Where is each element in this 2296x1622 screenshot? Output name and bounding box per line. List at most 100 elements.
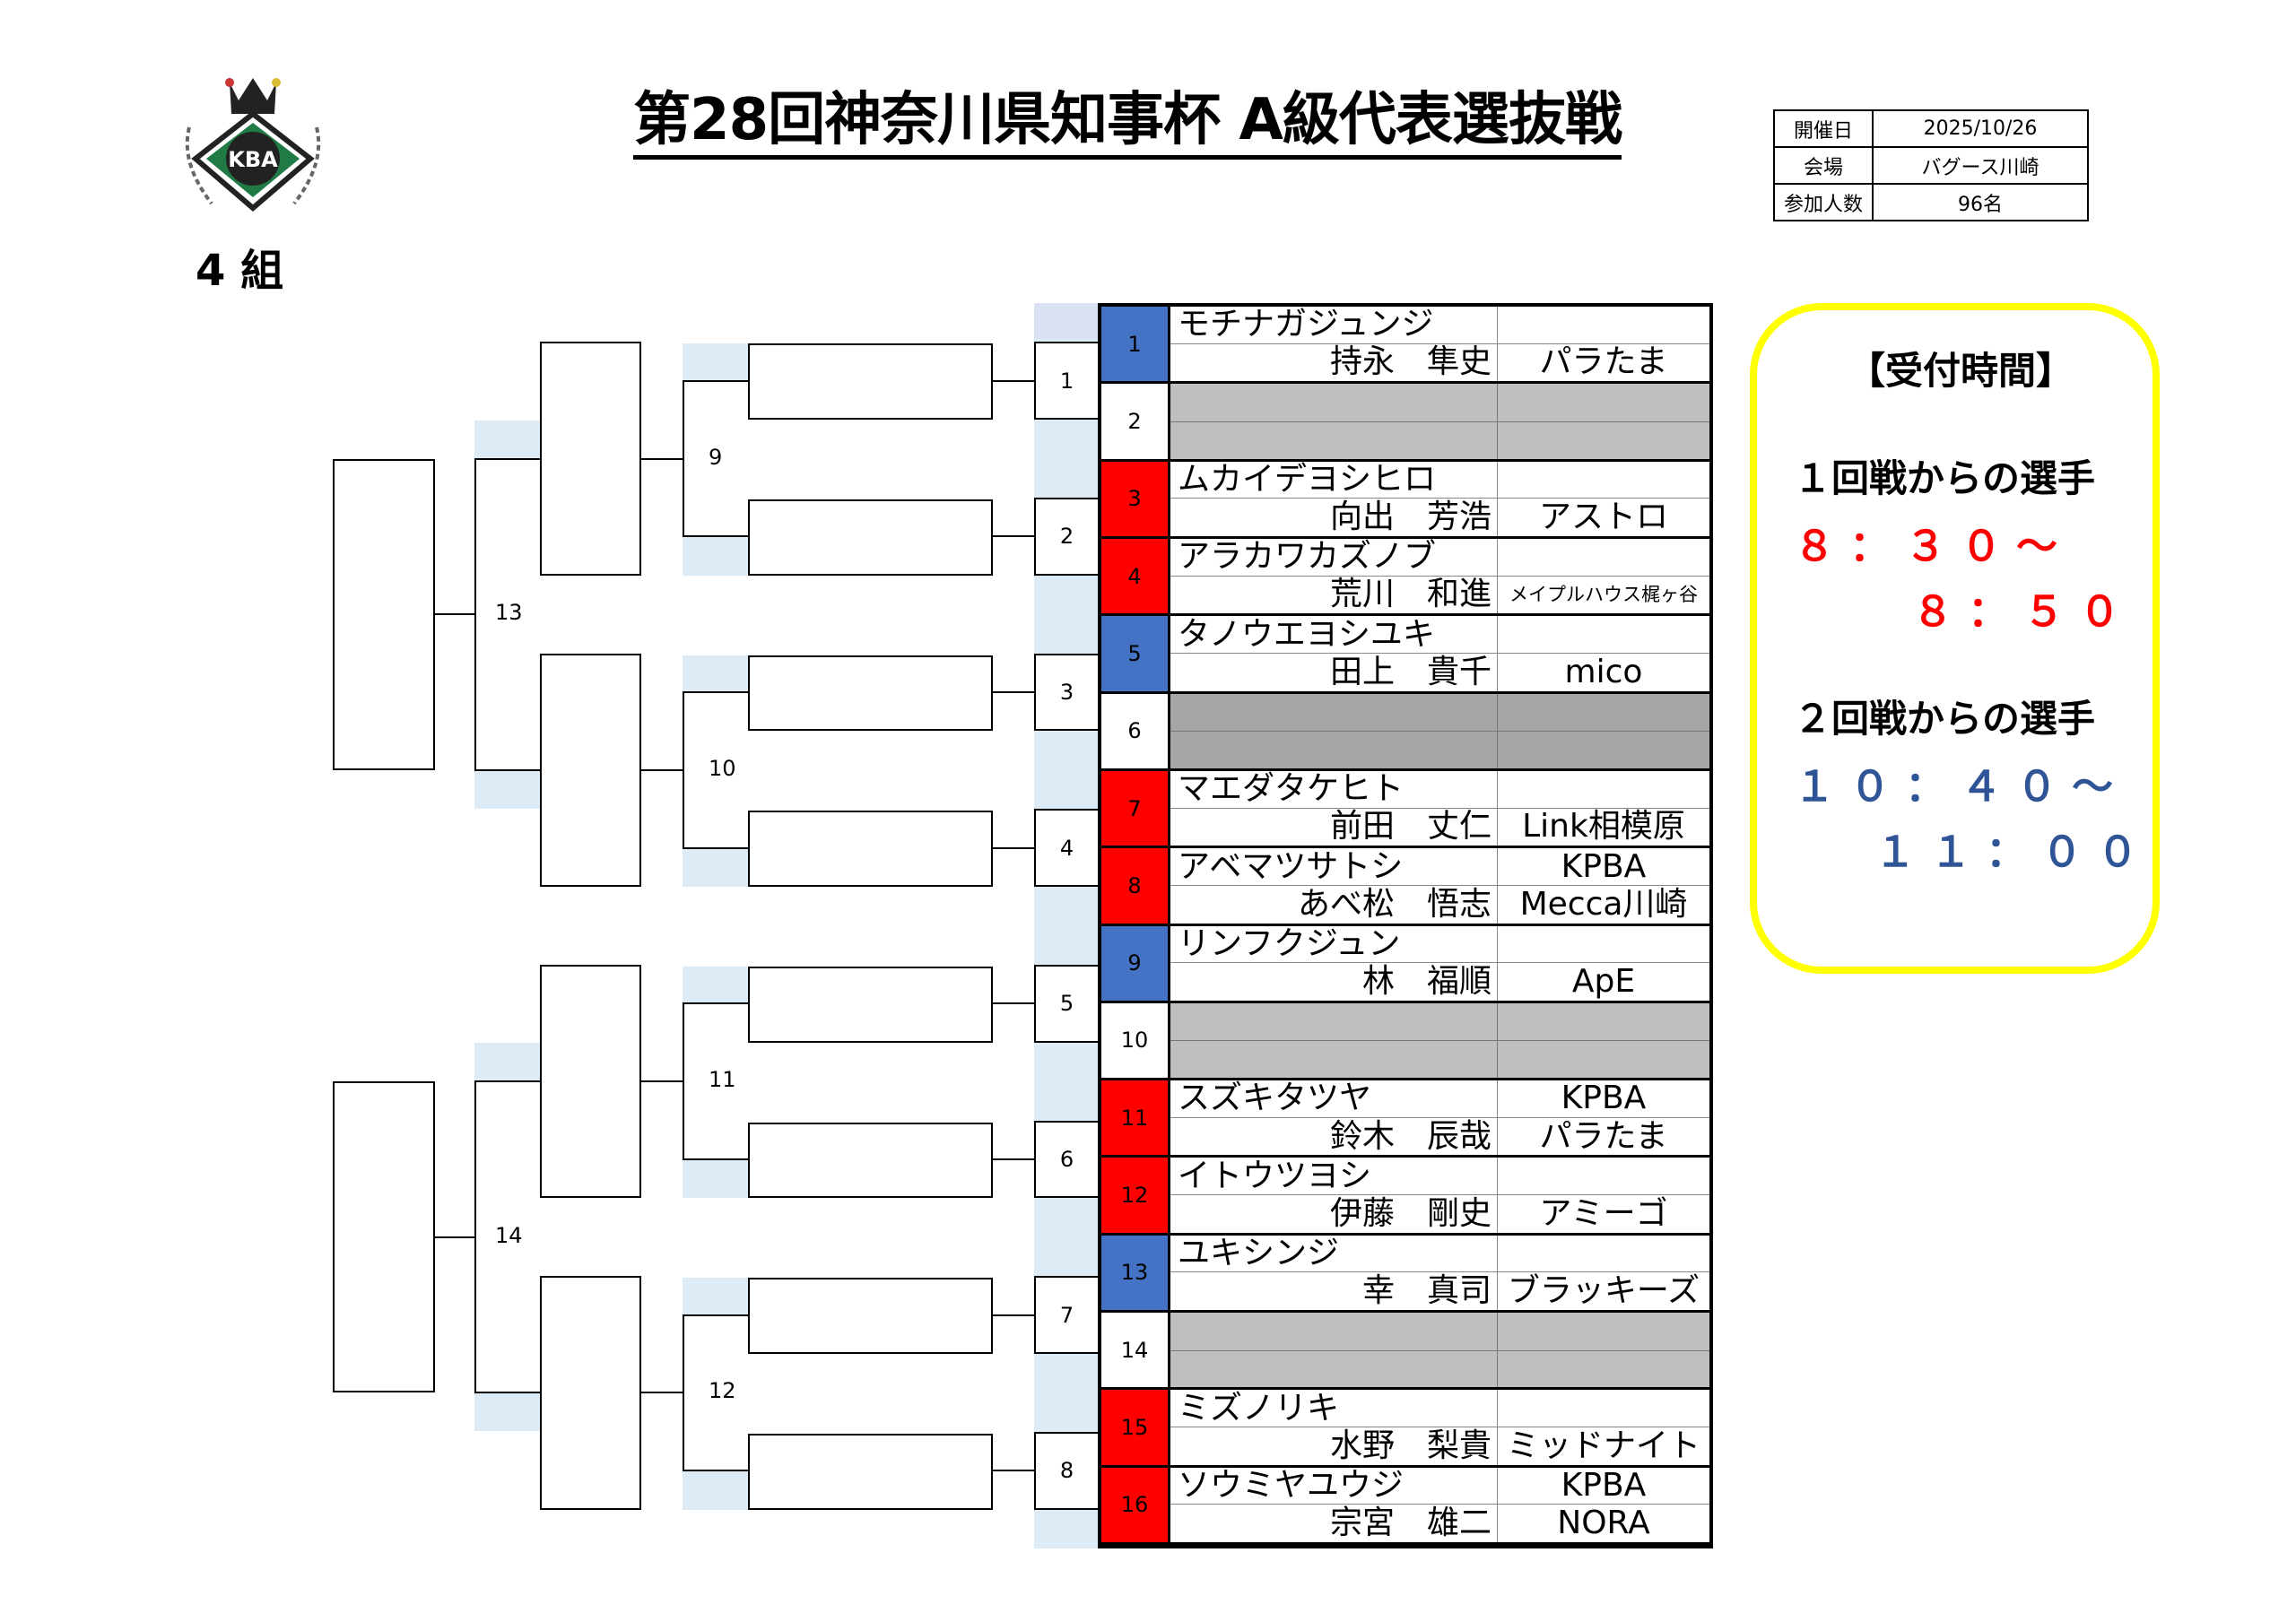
bracket-line (683, 535, 748, 538)
player-club: Link相模原 (1497, 808, 1709, 846)
round3-slot (540, 1276, 641, 1510)
player-name: 前田 丈仁 (1329, 808, 1492, 846)
round3-match-label: 14 (495, 1222, 523, 1248)
round3-match-label: 13 (495, 600, 523, 626)
player-name: 林 福順 (1361, 963, 1492, 1000)
player-club: アストロ (1497, 499, 1709, 536)
round1-match-box: 2 (1034, 498, 1100, 576)
connector-line (991, 379, 1034, 382)
bracket-shade (474, 420, 540, 459)
seed-number: 5 (1101, 616, 1170, 691)
player-name: 持永 隼史 (1329, 343, 1492, 381)
final-slot (333, 458, 435, 770)
info-value: 2025/10/26 (1872, 109, 2089, 148)
connector-line (991, 691, 1034, 694)
player-name: 水野 梨貴 (1329, 1427, 1492, 1464)
round1-match-box: 7 (1034, 1276, 1100, 1354)
player-club-top: KPBA (1497, 1467, 1709, 1505)
player-name: あべ松 悟志 (1297, 885, 1492, 923)
player-name: 荒川 和進 (1329, 576, 1492, 613)
player-club-top (1497, 1158, 1709, 1196)
seed-number: 4 (1101, 538, 1170, 614)
round2-slot (748, 1433, 993, 1510)
info-value: 96名 (1872, 183, 2089, 221)
bracket-line (683, 1314, 684, 1471)
round2-slot (748, 966, 993, 1043)
bracket-line (683, 846, 748, 849)
bracket-line (683, 379, 748, 382)
connector-line (991, 1470, 1034, 1472)
round1-match-box: 6 (1034, 1120, 1100, 1199)
empty-divider (1170, 1349, 1709, 1351)
bracket-shade (683, 343, 748, 381)
seed-number: 13 (1101, 1235, 1170, 1311)
player-kana: ユキシンジ (1170, 1236, 1497, 1273)
bracket-shade (474, 1392, 540, 1432)
bracket-line (683, 1470, 748, 1472)
player-row: 2 (1101, 384, 1709, 462)
seed-number: 9 (1101, 925, 1170, 1001)
connector-line (991, 535, 1034, 538)
player-kana: モチナガジュンジ (1170, 307, 1497, 344)
bracket-line (683, 692, 684, 848)
bracket-line (683, 691, 748, 694)
seed-number: 10 (1101, 1002, 1170, 1079)
bracket-shade (683, 655, 748, 693)
player-club: ブラッキーズ (1497, 1272, 1709, 1311)
page-title: 第28回神奈川県知事杯 A級代表選抜戦 (0, 74, 2255, 160)
player-club: メイプルハウス梶ヶ谷 (1497, 576, 1709, 614)
round1-time-to: ８：５０ (1912, 587, 2135, 636)
empty-divider (1170, 731, 1709, 733)
bracket-line (641, 1392, 683, 1394)
seed-number: 8 (1101, 848, 1170, 924)
player-club-top: KPBA (1497, 1080, 1709, 1118)
player-kana: ムカイデヨシヒロ (1170, 462, 1497, 499)
empty-divider (1170, 421, 1709, 422)
player-name: 向出 芳浩 (1329, 499, 1492, 536)
round2-match-label: 12 (709, 1378, 736, 1404)
connector-line (991, 846, 1034, 849)
bracket-shade (474, 1043, 540, 1082)
player-club-top (1497, 307, 1709, 344)
bracket-shade-top (1034, 303, 1098, 339)
player-club: アミーゴ (1497, 1195, 1709, 1233)
bracket-line (474, 768, 540, 771)
bracket-line (683, 380, 684, 537)
round2-slot (748, 499, 993, 576)
player-club: パラたま (1497, 343, 1709, 382)
player-kana: スズキタツヤ (1170, 1080, 1497, 1118)
info-value: バグース川崎 (1872, 146, 2089, 185)
player-kana: アベマツサトシ (1170, 848, 1497, 886)
bracket-line (641, 768, 683, 771)
player-name: 田上 貴千 (1329, 653, 1492, 690)
player-club-top (1497, 461, 1709, 499)
bracket-line (474, 1392, 540, 1394)
player-club: パラたま (1497, 1117, 1709, 1156)
bracket-line (474, 458, 476, 770)
player-club-top (1497, 616, 1709, 654)
bracket-line (474, 1081, 476, 1393)
player-name: 幸 真司 (1361, 1272, 1492, 1310)
seed-number: 1 (1101, 307, 1170, 382)
title-text: 第28回神奈川県知事杯 A級代表選抜戦 (633, 87, 1622, 160)
round3-slot (540, 964, 641, 1199)
round1-match-box: 5 (1034, 964, 1100, 1043)
player-kana: リンフクジュン (1170, 926, 1497, 964)
player-club-top (1497, 538, 1709, 577)
round2-match-label: 10 (709, 755, 736, 781)
info-row-venue: 会場バグース川崎 (1773, 146, 2089, 185)
seed-number: 6 (1101, 693, 1170, 768)
reception-heading: 【受付時間】 (1848, 349, 2074, 393)
